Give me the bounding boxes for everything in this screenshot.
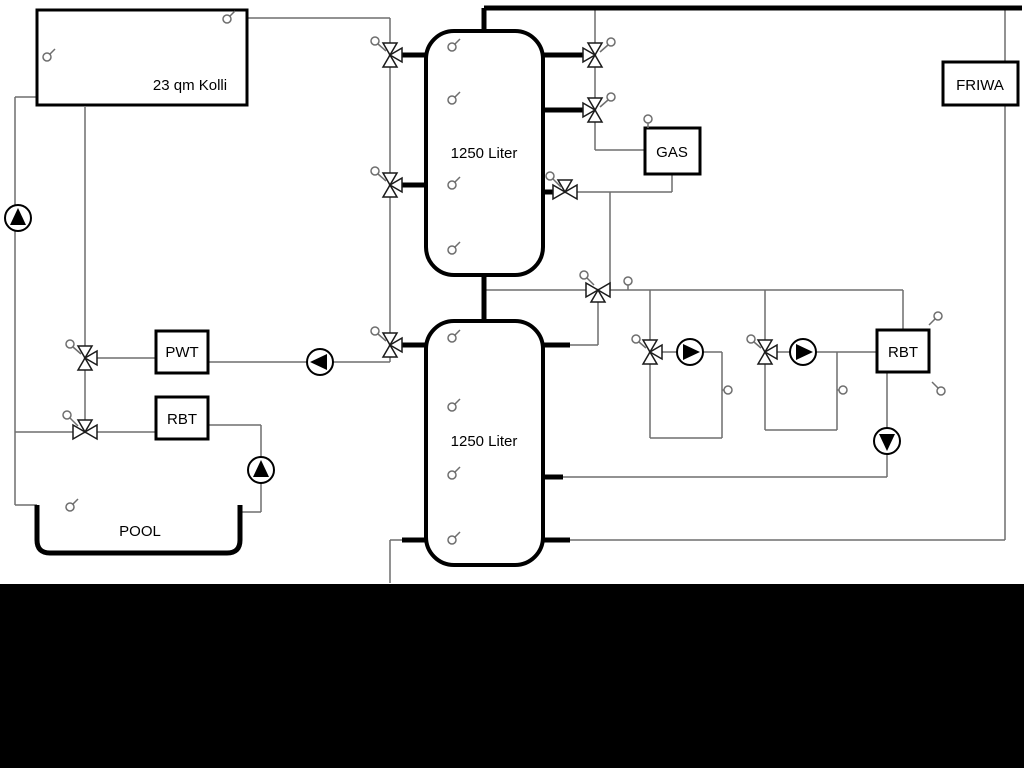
heating-circuit-1-valve-icon: [631, 334, 663, 365]
tank-lower-sensor-4-icon: [447, 531, 461, 545]
pwt-label: PWT: [165, 344, 198, 361]
friwa-module: FRIWA: [941, 60, 1020, 107]
pumps: [4, 204, 901, 484]
pipes-thick: [402, 5, 1022, 543]
buffer-tank-upper-body: [424, 29, 545, 277]
gas-sensor-icon: [643, 114, 653, 128]
circuit-1-sensor-icon: [722, 385, 733, 395]
tank-lower-sensor-2-icon: [447, 398, 461, 412]
solar-pwt-3way-valve-icon: [65, 339, 98, 371]
rbt-right-label: RBT: [888, 344, 918, 361]
tank-upper-gas-valve-icon: [582, 92, 616, 123]
collector-sensor-icon: [222, 10, 236, 24]
heating-circuit-2-pump-icon: [789, 338, 817, 366]
buffer-tank-lower-body: [424, 319, 545, 567]
tank-lower-sensor-3-icon: [447, 466, 461, 480]
friwa-box: [941, 60, 1020, 107]
tank-upper-top-valve-icon: [582, 37, 616, 68]
rbt-right-sensor-2-icon: [931, 381, 946, 396]
rbt-return-pump-icon: [873, 427, 901, 455]
rbt-right-box: [875, 328, 931, 374]
pwt-box: [154, 329, 210, 375]
tank-upper-sensor-1-icon: [447, 38, 461, 52]
rbt-right-unit: RBT: [875, 328, 931, 374]
gas-boiler-label: GAS: [656, 144, 688, 161]
pwt-heat-exchanger: PWT: [154, 329, 210, 375]
buffer-tank-lower-label: 1250 Liter: [451, 433, 518, 450]
footer-black-band: [0, 584, 1024, 768]
tank-upper-charge-valve-mid-icon: [370, 166, 403, 198]
distribution-sensor-icon: [623, 276, 633, 290]
temperature-sensors: [42, 10, 946, 545]
rbt-left-label: RBT: [167, 411, 197, 428]
distribution-3way-valve-icon: [579, 270, 611, 303]
buffer-tank-upper-label: 1250 Liter: [451, 145, 518, 162]
solar-collector: 23 qm Kolli: [35, 8, 249, 107]
pool-basin: [34, 505, 243, 556]
tank-upper-sensor-2-icon: [447, 91, 461, 105]
pool-label: POOL: [119, 523, 161, 540]
valves: [62, 36, 778, 441]
buffer-tank-upper: 1250 Liter: [424, 29, 545, 277]
pool: POOL: [34, 505, 243, 556]
collector-sensor-2-icon: [42, 48, 56, 62]
friwa-label: FRIWA: [956, 77, 1004, 94]
pwt-pump-icon: [306, 348, 334, 376]
tank-upper-sensor-3-icon: [447, 176, 461, 190]
tank-lower-charge-valve-icon: [370, 326, 403, 358]
tank-upper-charge-valve-top-icon: [370, 36, 403, 68]
tank-upper-sensor-4-icon: [447, 241, 461, 255]
rbt-right-sensor-1-icon: [928, 311, 943, 326]
buffer-tank-lower: 1250 Liter: [424, 319, 545, 567]
solar-pump-icon: [4, 204, 32, 232]
rbt-left-box: [154, 395, 210, 441]
circuit-2-sensor-icon: [837, 385, 848, 395]
tank-mid-3way-valve-icon: [545, 171, 578, 201]
solar-collector-box: [35, 8, 249, 107]
pipes-thin: [14, 8, 1006, 583]
solar-collector-label: 23 qm Kolli: [153, 77, 227, 94]
pool-return-3way-valve-icon: [62, 410, 98, 441]
rbt-left-unit: RBT: [154, 395, 210, 441]
tank-lower-sensor-1-icon: [447, 329, 461, 343]
pool-sensor-icon: [65, 498, 79, 512]
heating-circuit-2-valve-icon: [746, 334, 778, 365]
pool-pump-icon: [247, 456, 275, 484]
gas-boiler: GAS: [643, 126, 702, 176]
heating-circuit-1-pump-icon: [676, 338, 704, 366]
gas-boiler-box: [643, 126, 702, 176]
